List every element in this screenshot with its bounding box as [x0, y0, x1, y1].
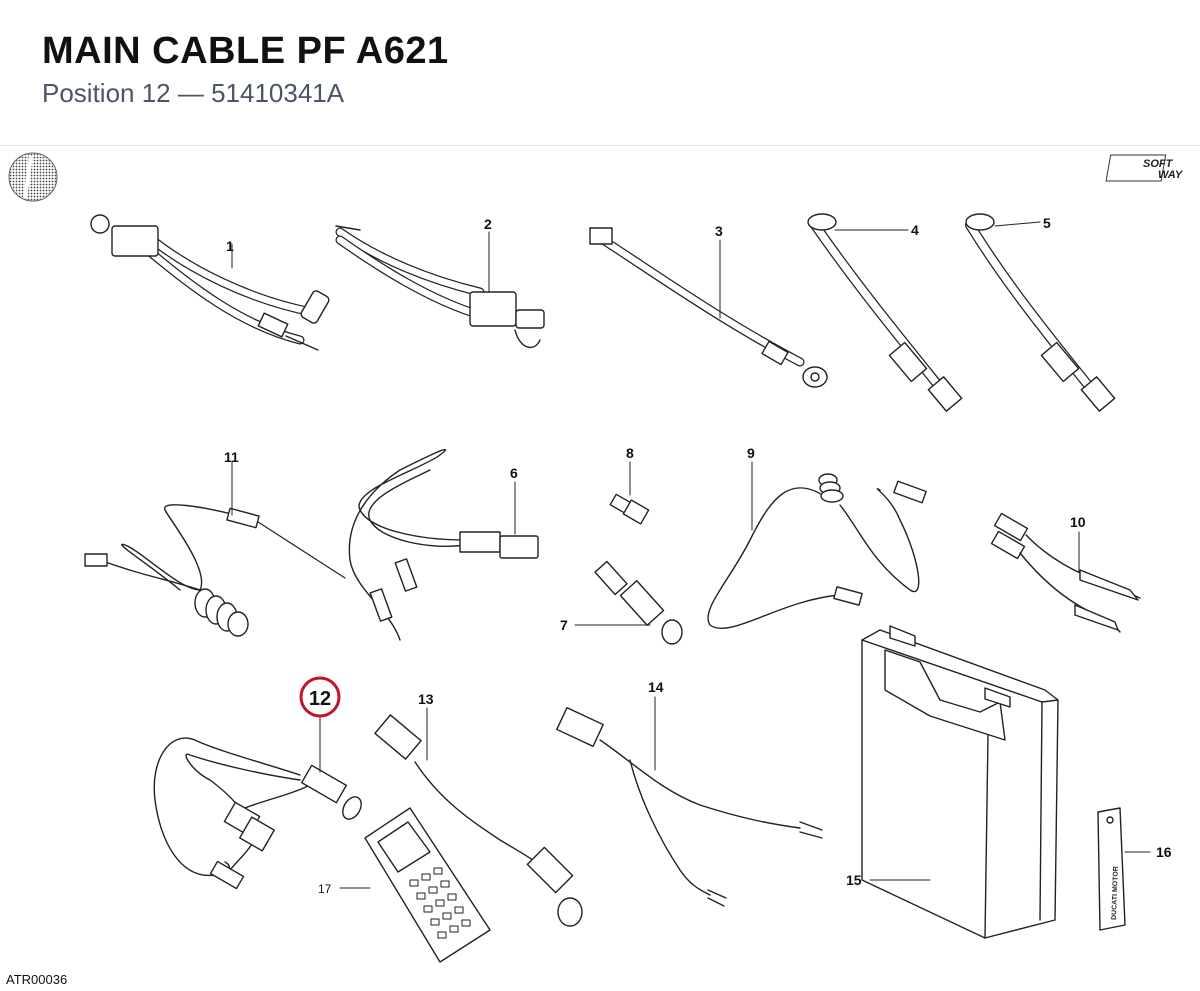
part-3-brake-hose [589, 227, 828, 388]
callout-8: 8 [626, 445, 634, 461]
part-10-clip-leads [990, 512, 1141, 633]
exploded-parts-diagram: SOFT WAY [8, 152, 1184, 963]
page-subtitle: Position 12 — 51410341A [42, 78, 345, 108]
drawing-code: ATR00036 [6, 972, 68, 987]
callout-6: 6 [510, 465, 518, 481]
callout-3: 3 [715, 223, 723, 239]
callout-15: 15 [846, 872, 862, 888]
callout-14: 14 [648, 679, 664, 695]
part-5-hose [965, 213, 1116, 412]
brand-circle-logo [8, 152, 58, 202]
part-13-lighter-cable [374, 707, 583, 927]
part-16-tag [1097, 807, 1151, 931]
page-title: MAIN CABLE PF A621 [42, 30, 449, 72]
part-6-test-lead [348, 449, 539, 641]
callout-1: 1 [226, 238, 234, 254]
callout-10: 10 [1070, 514, 1086, 530]
part-14-y-cable [556, 696, 823, 907]
callout-16: 16 [1156, 844, 1172, 860]
part-11-probe-cable [84, 461, 346, 637]
callout-5: 5 [1043, 215, 1051, 231]
callout-12: 12 [309, 688, 331, 710]
part-2-hose-assembly [335, 225, 545, 349]
callout-4: 4 [911, 222, 919, 238]
callout-17: 17 [318, 882, 332, 896]
part-15-carrying-case [861, 625, 1059, 939]
part-17-handheld-tester [339, 807, 491, 963]
softway-logo: SOFT WAY [1105, 154, 1184, 182]
part-12-main-cable [153, 711, 362, 890]
part-7-adapter [574, 560, 683, 645]
part-8-screw [609, 461, 650, 525]
part-9-sensor-cable [707, 461, 927, 630]
highlight-circle-12 [299, 676, 341, 718]
softway-logo-text-2: WAY [1158, 169, 1184, 181]
tag-text: DUCATI MOTOR [1111, 866, 1120, 920]
callout-7: 7 [560, 617, 568, 633]
part-4-hose [807, 213, 963, 412]
page-header: MAIN CABLE PF A621 Position 12 — 5141034… [0, 0, 1200, 146]
callout-13: 13 [418, 691, 434, 707]
softway-logo-text-1: SOFT [1143, 158, 1174, 170]
part-1-hose-assembly [90, 214, 330, 351]
callout-2: 2 [484, 216, 492, 232]
callout-11: 11 [224, 449, 239, 465]
callout-9: 9 [747, 445, 755, 461]
